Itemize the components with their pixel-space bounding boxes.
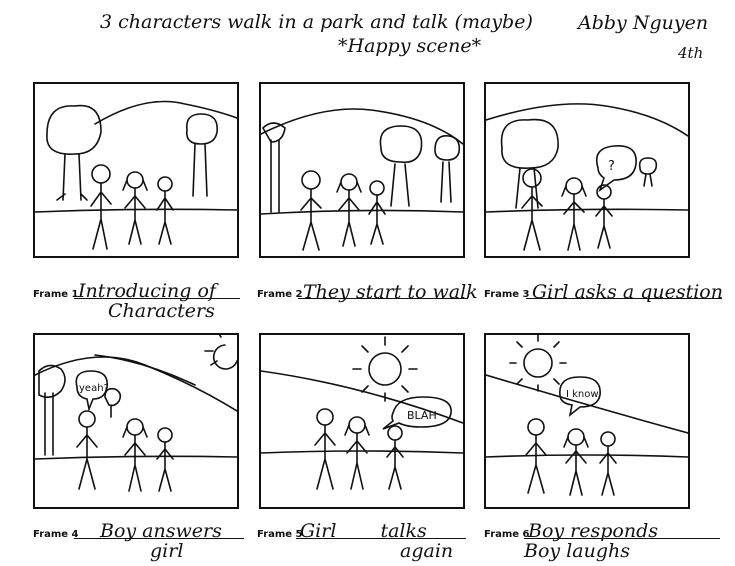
speech-bubble-text: I know. bbox=[566, 389, 601, 400]
girl-figure bbox=[563, 428, 589, 496]
ground-line bbox=[261, 209, 463, 215]
boy-figure bbox=[300, 170, 322, 251]
girl-figure bbox=[122, 418, 148, 492]
speech-bubble-text: yeah? bbox=[79, 383, 109, 394]
tree-crown bbox=[38, 364, 66, 399]
frame-1-label: Frame 1 bbox=[33, 289, 79, 300]
frame-3-caption-line-1: Girl asks a question bbox=[532, 281, 723, 303]
small-tree bbox=[638, 157, 658, 187]
hill bbox=[35, 356, 237, 412]
frame-4-caption-line-1: Boy answers bbox=[100, 520, 222, 542]
frame-5-caption-line-2: again bbox=[400, 540, 454, 562]
hill bbox=[261, 370, 463, 424]
author-name: Abby Nguyen bbox=[578, 12, 709, 34]
caption-underline bbox=[298, 298, 468, 299]
girl-figure bbox=[561, 177, 587, 251]
title-line-1: 3 characters walk in a park and talk (ma… bbox=[100, 11, 533, 33]
tree-left-trunk bbox=[270, 139, 280, 213]
frame-1-caption-line-1: Introducing of bbox=[78, 280, 216, 302]
speech-bubble-text: BLAH bbox=[407, 409, 437, 422]
ground-line bbox=[486, 454, 688, 458]
sun bbox=[204, 335, 237, 370]
kid-figure bbox=[599, 431, 617, 496]
tree-left-crown bbox=[46, 104, 102, 155]
kid-figure bbox=[386, 425, 404, 490]
speech-bubble-shape bbox=[382, 396, 452, 430]
kid-figure bbox=[595, 184, 613, 249]
boy-figure bbox=[90, 164, 112, 250]
frame-4-drawing: yeah? bbox=[35, 335, 237, 492]
grade-label: 4th bbox=[678, 44, 704, 62]
boy-figure bbox=[76, 410, 98, 490]
frame-3-panel: ? bbox=[484, 82, 690, 258]
frame-4-panel: yeah? bbox=[33, 333, 239, 509]
frame-2-panel bbox=[259, 82, 465, 258]
hill bbox=[261, 108, 463, 145]
frame-6-caption-line-1: Boy responds bbox=[528, 520, 659, 542]
caption-underline bbox=[524, 538, 720, 539]
frame-3-drawing: ? bbox=[486, 103, 688, 251]
frame-6-panel: I know. bbox=[484, 333, 690, 509]
sun-icon bbox=[352, 336, 418, 402]
kid-figure bbox=[156, 427, 174, 492]
boy-figure bbox=[314, 408, 336, 490]
caption-underline bbox=[74, 298, 240, 299]
girl-figure bbox=[336, 173, 362, 247]
frame-2-label: Frame 2 bbox=[257, 289, 303, 300]
speech-bubble-text: ? bbox=[608, 159, 615, 174]
tree-left-crown bbox=[262, 122, 286, 143]
girl-figure bbox=[344, 416, 370, 490]
tree-crown bbox=[500, 118, 559, 169]
frame-2-caption-line-1: They start to walk bbox=[303, 281, 478, 303]
tree-right-crown bbox=[379, 125, 423, 164]
kid-figure bbox=[368, 180, 386, 245]
small-tree bbox=[104, 387, 122, 418]
tree-far-crown bbox=[434, 134, 461, 161]
frame-1-panel bbox=[33, 82, 239, 258]
ground-line bbox=[261, 450, 463, 454]
frame-6-label: Frame 6 bbox=[484, 529, 530, 540]
hill bbox=[94, 100, 237, 125]
tree-right-crown bbox=[185, 113, 218, 145]
tree-trunk bbox=[44, 392, 54, 456]
boy-figure bbox=[521, 168, 543, 251]
frame-6-caption-line-2: Boy laughs bbox=[524, 540, 630, 562]
tree-right-trunk bbox=[390, 163, 410, 207]
tree-far-trunk bbox=[440, 161, 452, 203]
speech-bubble-shape bbox=[559, 376, 601, 417]
frame-1-drawing bbox=[35, 100, 237, 250]
frame-1-caption-line-2: Characters bbox=[108, 300, 215, 322]
frame-4-label: Frame 4 bbox=[33, 529, 79, 540]
hill-back bbox=[94, 354, 196, 386]
caption-underline bbox=[526, 298, 722, 299]
frame-2-drawing bbox=[261, 108, 463, 251]
kid-figure bbox=[156, 176, 174, 245]
frame-4-caption-line-2: girl bbox=[150, 540, 184, 562]
ground-line bbox=[486, 208, 688, 213]
frame-5-drawing: BLAH bbox=[261, 336, 463, 490]
girl-figure bbox=[122, 171, 148, 245]
tree-right-trunk bbox=[192, 143, 208, 197]
frame-3-label: Frame 3 bbox=[484, 289, 530, 300]
frame-5-panel: BLAH bbox=[259, 333, 465, 509]
frame-5-label: Frame 5 bbox=[257, 529, 303, 540]
boy-figure bbox=[525, 418, 547, 494]
caption-underline bbox=[74, 538, 244, 539]
ground-line bbox=[35, 455, 237, 460]
title-line-2: *Happy scene* bbox=[338, 35, 482, 57]
speech-bubble-shape bbox=[75, 370, 108, 412]
speech-bubble-shape bbox=[595, 145, 637, 193]
hill bbox=[486, 374, 688, 434]
sun-icon bbox=[509, 335, 567, 392]
hill bbox=[486, 103, 688, 137]
frame-6-drawing: I know. bbox=[486, 335, 688, 496]
tree-left-trunk bbox=[56, 153, 88, 201]
frame-5-caption-line-1: Girl talks bbox=[300, 520, 427, 542]
caption-underline bbox=[296, 538, 466, 539]
ground-line bbox=[35, 208, 237, 213]
